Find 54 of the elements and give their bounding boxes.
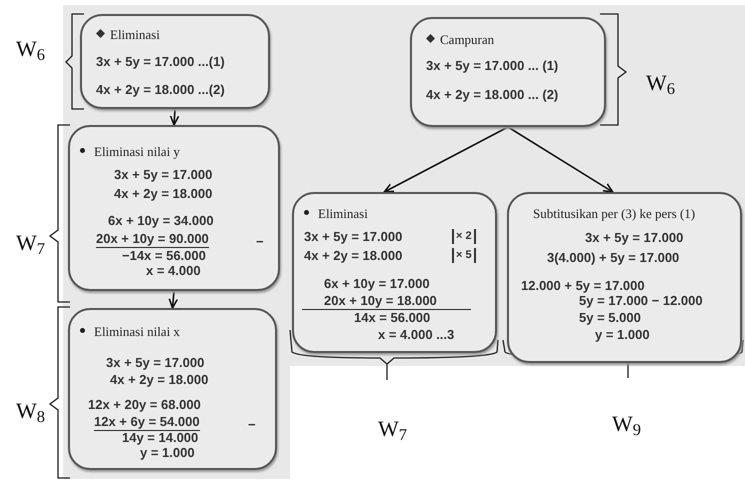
equation: 4x + 2y = 18.000 ...(2) <box>96 82 225 98</box>
step-label: W$_{6}$ <box>16 35 46 65</box>
equation: 3(4.000) + 5y = 17.000 <box>547 250 680 266</box>
equation: 3x + 5y = 17.000 <box>106 355 204 371</box>
arrow <box>508 126 614 193</box>
arrow <box>383 126 508 193</box>
equation: 12x + 20y = 68.000 <box>88 397 201 413</box>
equation: 20x + 10y = 18.000 <box>302 293 471 310</box>
equation: 5y = 17.000 − 12.000 <box>579 293 703 309</box>
equation: 14y = 14.000 <box>122 430 198 446</box>
equation: 20x + 10y = 90.000 <box>96 231 209 248</box>
equation: x = 4.000 ...3 <box>378 327 454 343</box>
equation: 4x + 2y = 18.000 <box>110 372 208 388</box>
equation: 3x + 5y = 17.000 <box>114 167 212 183</box>
equation: 4x + 2y = 18.000 <box>114 186 212 202</box>
equation: 6x + 10y = 34.000 <box>108 213 214 229</box>
rounded-box <box>80 14 270 109</box>
equation: y = 1.000 <box>595 327 650 343</box>
equation: 6x + 10y = 17.000 <box>324 276 430 292</box>
rounded-box <box>292 192 497 353</box>
box-heading: Subtitusikan per (3) ke pers (1) <box>533 205 696 223</box>
equation: −14x = 56.000 <box>122 248 206 264</box>
box-heading: Eliminasi <box>318 205 368 223</box>
equation: y = 1.000 <box>140 445 195 461</box>
rounded-box <box>410 17 606 127</box>
box-heading: Eliminasi <box>110 26 160 44</box>
equation: 5y = 5.000 <box>579 310 641 326</box>
equation: 12.000 + 5y = 17.000 <box>521 278 645 294</box>
subtract-sign: − <box>256 234 264 250</box>
step-label: W$_{9}$ <box>612 410 642 440</box>
rounded-box <box>507 192 742 363</box>
equation: x = 4.000 <box>146 263 201 279</box>
box-heading: Campuran <box>440 31 494 49</box>
equation: 14x = 56.000 <box>354 310 430 326</box>
multiplier: × 2 <box>452 229 476 244</box>
arrow <box>170 108 180 126</box>
box-heading: Eliminasi nilai x <box>94 323 180 341</box>
step-label: W$_{7}$ <box>16 229 46 259</box>
equation: 12x + 6y = 54.000 <box>94 414 200 431</box>
box-heading: Eliminasi nilai y <box>94 143 180 161</box>
subtract-sign: − <box>248 417 256 433</box>
equation: 3x + 5y = 17.000 ...(1) <box>96 54 225 70</box>
arrow <box>168 290 178 309</box>
rounded-box <box>68 125 280 291</box>
rounded-box <box>68 308 277 470</box>
equation: 3x + 5y = 17.000 <box>585 230 684 246</box>
equation: 4x + 2y = 18.000 <box>304 248 402 264</box>
step-label: W$_{8}$ <box>16 397 46 427</box>
step-label: W$_{6}$ <box>646 69 676 99</box>
equation: 4x + 2y = 18.000 ... (2) <box>426 87 558 103</box>
equation: 3x + 5y = 17.000 <box>304 229 402 245</box>
step-label: W$_{7}$ <box>378 415 408 445</box>
equation: 3x + 5y = 17.000 ... (1) <box>426 58 558 74</box>
multiplier: × 5 <box>452 248 476 263</box>
